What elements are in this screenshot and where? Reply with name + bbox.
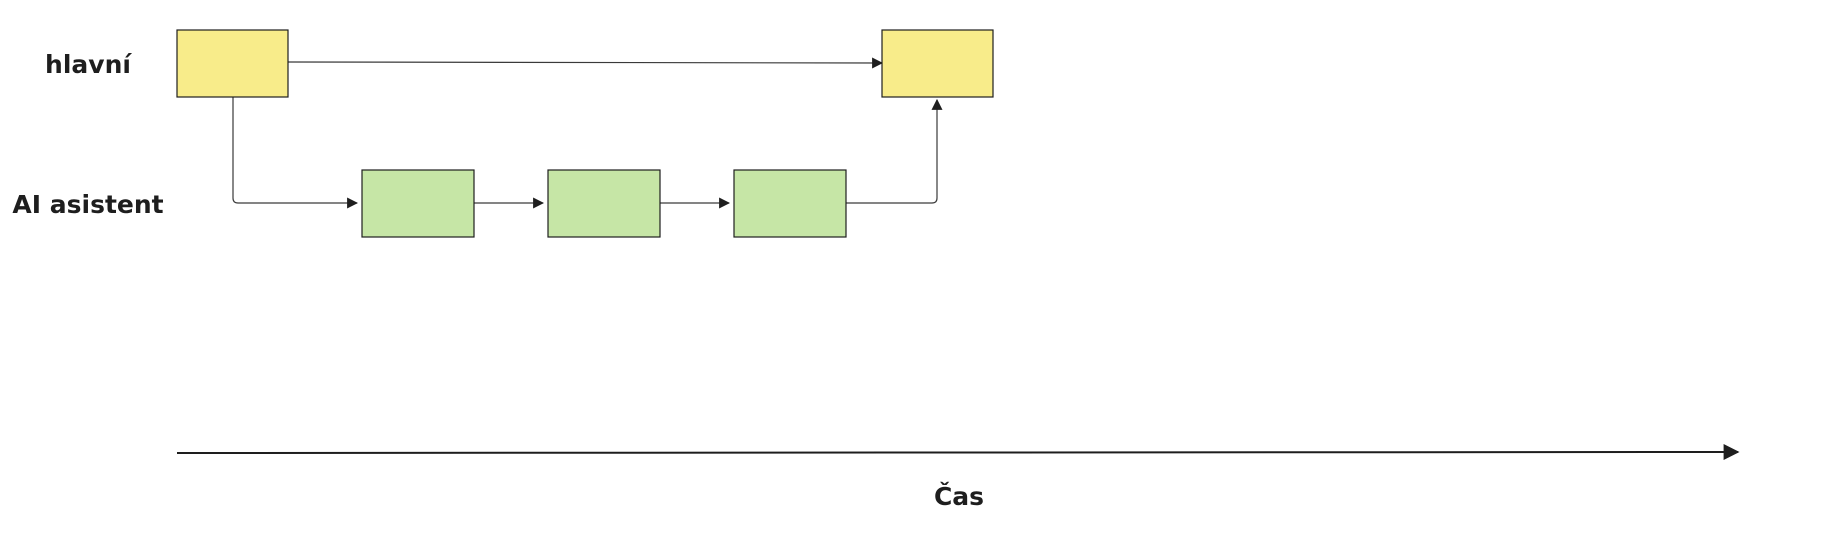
time-axis-label: Čas bbox=[934, 481, 984, 511]
time-axis-arrow bbox=[176, 444, 1740, 461]
lane-label-main: hlavní bbox=[45, 50, 132, 79]
connector-main-to-main bbox=[287, 57, 884, 69]
assistant-box-3 bbox=[733, 169, 847, 238]
connector-main-to-assistant bbox=[232, 97, 359, 209]
lane-label-assistant: AI asistent bbox=[12, 190, 163, 219]
main-box-start bbox=[176, 29, 289, 98]
assistant-box-1 bbox=[361, 169, 475, 238]
main-box-end bbox=[881, 29, 994, 98]
assistant-box-2 bbox=[547, 169, 661, 238]
connector-assistant-to-main bbox=[846, 98, 943, 204]
